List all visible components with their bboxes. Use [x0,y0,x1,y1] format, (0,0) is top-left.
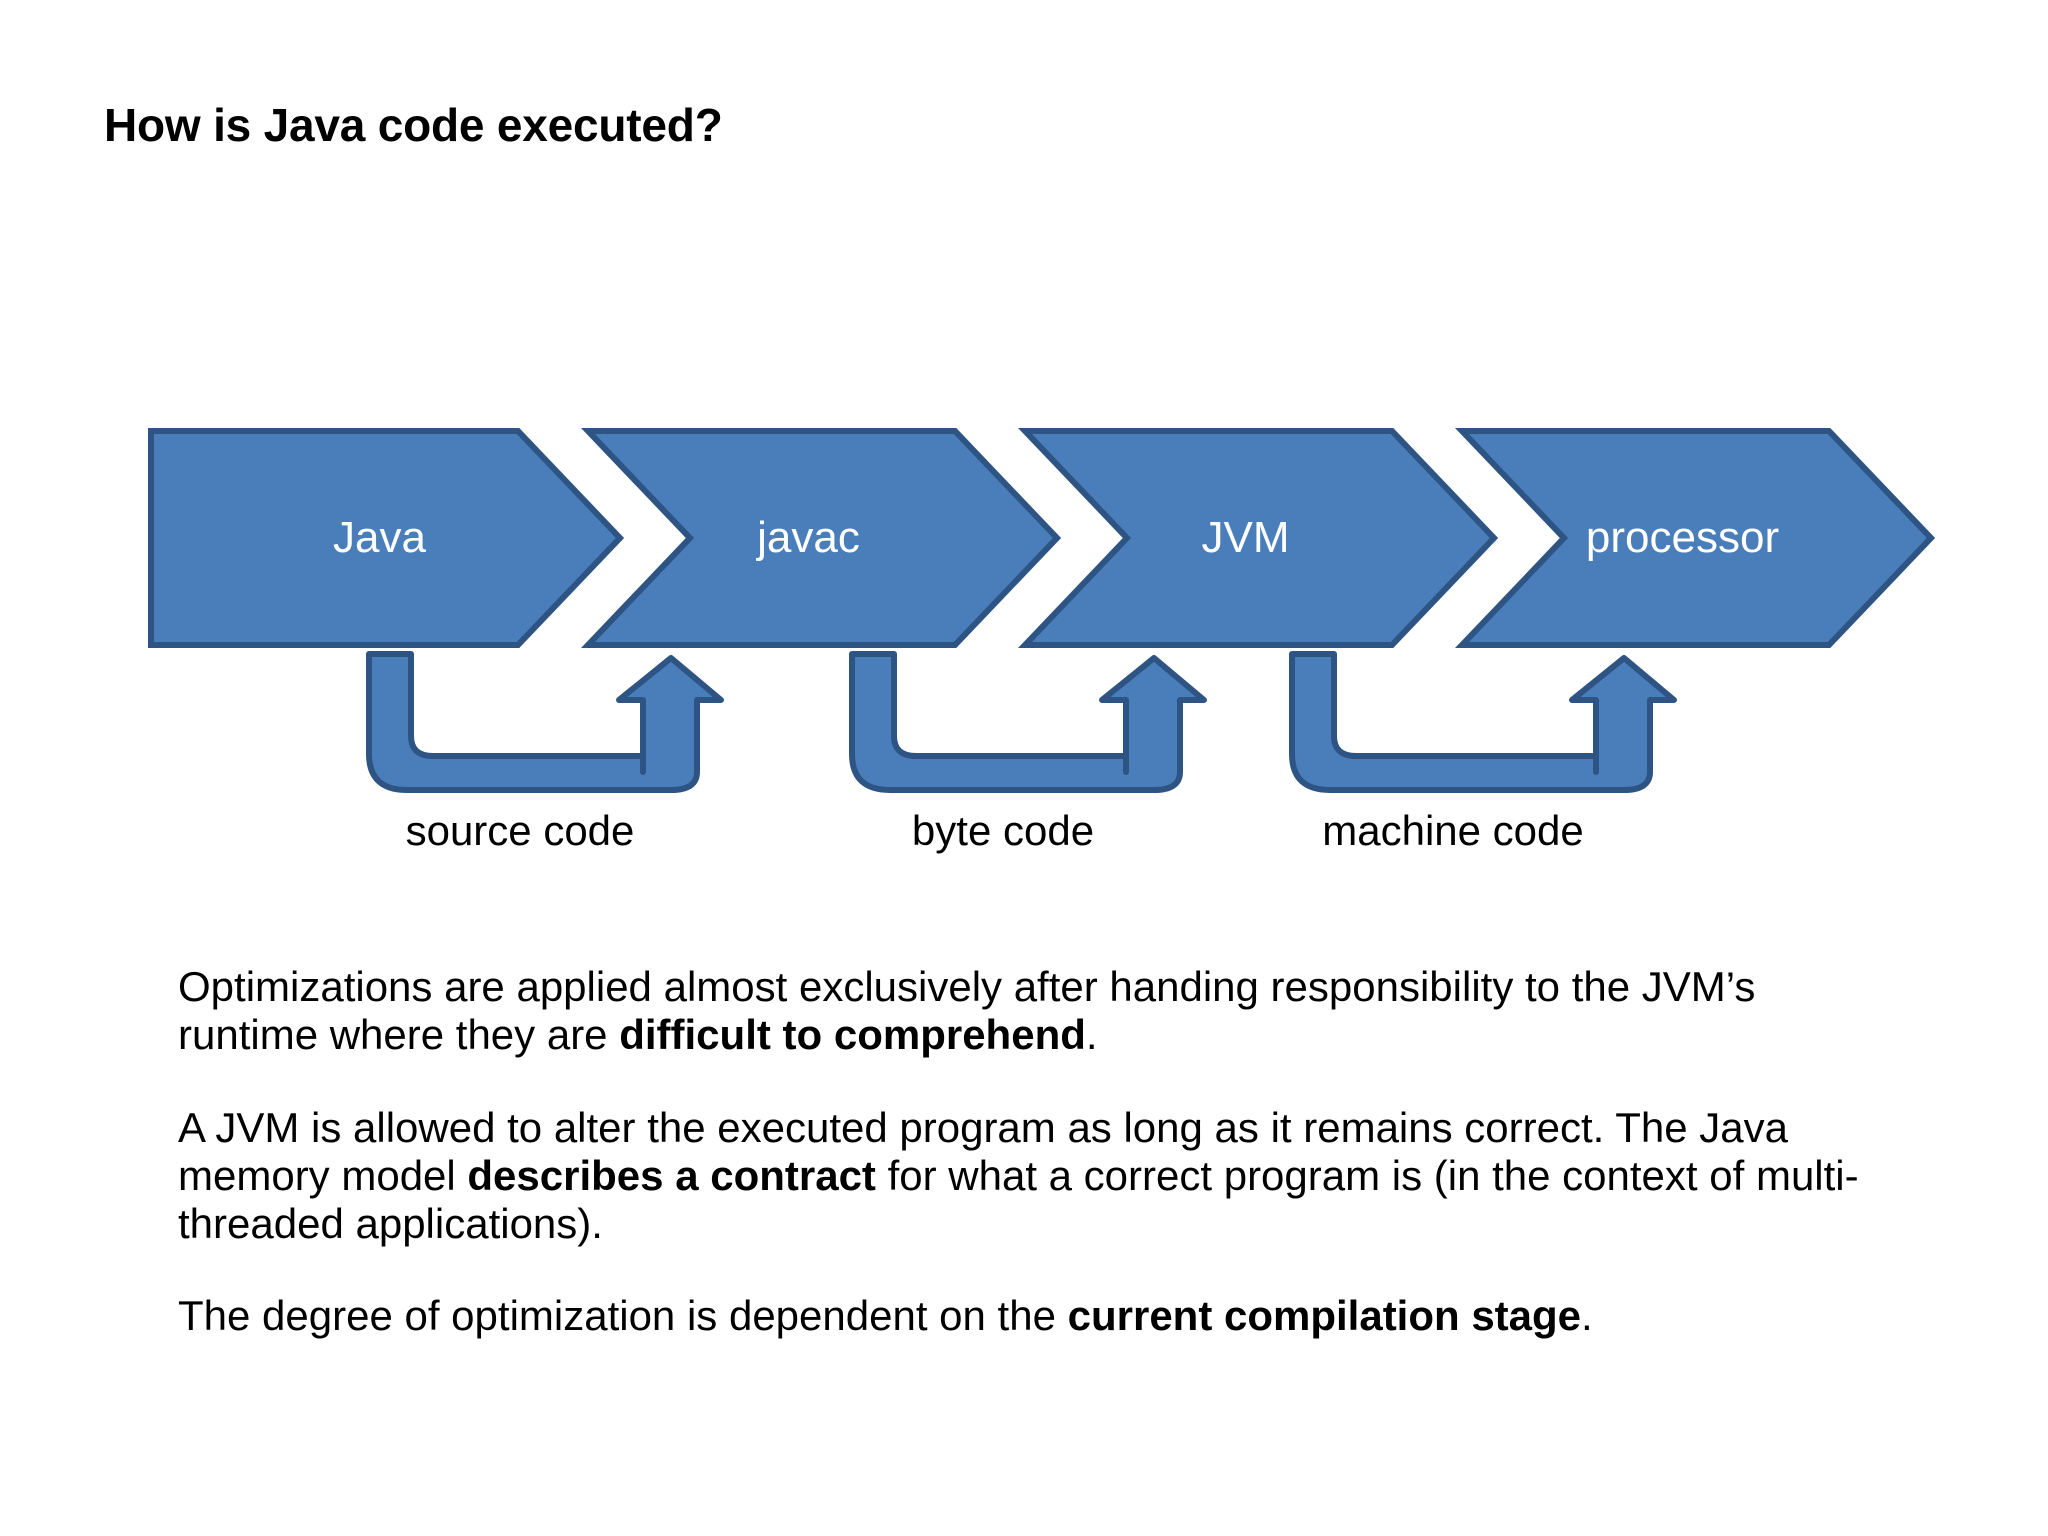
transition-caption-1: source code [405,807,635,854]
page-title: How is Java code executed? [104,99,723,151]
transition-arrow-2 [838,650,1208,793]
pipeline-stage-2[interactable]: javac [580,428,1062,648]
pipeline-stage-4[interactable]: processor [1454,428,1936,648]
chevron-shape-icon [580,428,1062,648]
chevron-shape-icon [1017,428,1499,648]
pipeline-stage-label: JVM [1201,513,1290,562]
pipeline-stage-label: javac [757,513,860,562]
u-turn-arrow-icon [849,651,1207,793]
pipeline-stage-label: Java [333,513,426,562]
transition-arrow-1 [355,650,725,793]
chevron-shape-icon [148,428,625,648]
pipeline-stage-3[interactable]: JVM [1017,428,1499,648]
u-turn-arrow-icon [1289,651,1677,793]
transition-caption-2: byte code [911,807,1095,854]
transition-caption-3: machine code [1322,807,1584,854]
pipeline-stage-label: processor [1585,513,1780,562]
transition-arrows [0,650,2048,810]
pipeline-diagram: Java javac JVM processor [148,428,1938,648]
body-text: Optimizations are applied almost exclusi… [178,963,1888,1341]
paragraph-2: A JVM is allowed to alter the executed p… [178,1103,1859,1248]
paragraph-3: The degree of optimization is dependent … [178,1292,1593,1340]
paragraph-1: Optimizations are applied almost exclusi… [178,963,1756,1059]
transition-arrow-3 [1278,650,1678,793]
chevron-shape-icon [1454,428,1936,648]
u-turn-arrow-icon [366,651,724,793]
pipeline-stage-1[interactable]: Java [148,428,625,648]
